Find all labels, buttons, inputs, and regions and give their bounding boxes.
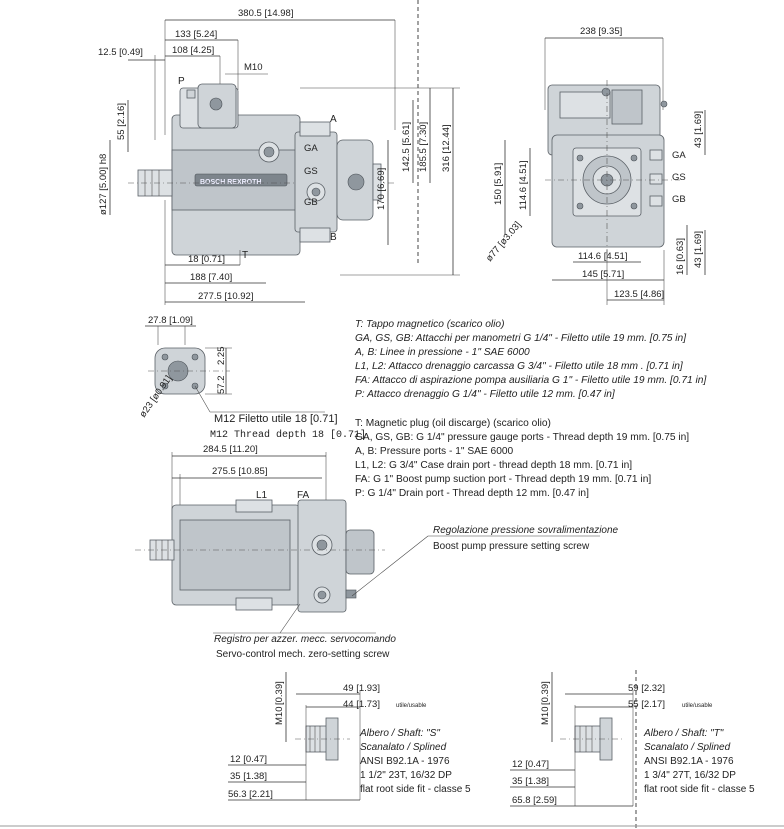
port-fa-label: FA: [297, 490, 310, 501]
shaft-s-dim-12: 12 [0.47]: [230, 754, 267, 765]
shaft-s-dim-49: 49 [1.93]: [343, 683, 380, 694]
dim-142-5: 142.5 [5.61]: [401, 122, 412, 172]
boost-label-it: Regolazione pressione sovralimentazione: [433, 525, 619, 536]
shaft-t-dim-039: [0.39]: [540, 681, 551, 705]
port-l1-label: L1: [256, 490, 268, 501]
dim-108: 108 [4.25]: [172, 45, 214, 56]
shaft-t-dim-59: 59 [2.32]: [628, 683, 665, 694]
shaft-t-dim-65-8: 65.8 [2.59]: [512, 795, 557, 806]
dim-123-5: 123.5 [4.86]: [614, 289, 664, 300]
dim-43-top: 43 [1.69]: [693, 111, 704, 148]
dim-188: 188 [7.40]: [190, 272, 232, 283]
shaft-t-line-3: ANSI B92.1A - 1976: [644, 756, 734, 767]
dim-27-8: 27.8 [1.09]: [148, 315, 193, 326]
legend-it-4: L1, L2: Attacco drenaggio carcassa G 3/4…: [355, 361, 684, 372]
dim-185-5: 185.5 [7.30]: [418, 122, 429, 172]
legend: T: Tappo magnetico (scarico olio) GA, GS…: [354, 319, 707, 499]
shaft-s-usable: utile/usable: [396, 703, 427, 709]
dim-150: 150 [5.91]: [493, 163, 504, 205]
dim-277-5: 277.5 [10.92]: [198, 291, 253, 302]
dim-114-6-h: 114.6 [4.51]: [578, 251, 627, 262]
flange-view: 27.8 [1.09] 2.25 57.2 ø23 [ø0.91] M12 Fi…: [137, 315, 366, 441]
legend-it-3: A, B: Linee in pressione - 1" SAE 6000: [354, 347, 530, 358]
legend-en-1: T: Magnetic plug (oil discarge) (scarico…: [355, 418, 551, 429]
dim-284-5: 284.5 [11.20]: [203, 444, 258, 455]
legend-en-2: GA, GS, GB: G 1/4" pressure gauge ports …: [355, 432, 689, 443]
shaft-s-dim-m10: M10: [274, 707, 285, 725]
shaft-t-dim-35: 35 [1.38]: [512, 776, 549, 787]
port-gs-label-side: GS: [672, 172, 686, 183]
port-b-label: B: [330, 232, 337, 243]
shaft-t-dim-12: 12 [0.47]: [512, 759, 549, 770]
shaft-s-line-1: Albero / Shaft: "S": [359, 728, 440, 739]
port-gs-label-top: GS: [304, 166, 318, 177]
servo-label-it: Registro per azzer. mecc. servocomando: [214, 634, 396, 645]
dim-55: 55 [2.16]: [116, 103, 127, 140]
shaft-t-line-5: flat root side fit - classe 5: [644, 784, 755, 795]
shaft-s-line-2: Scanalato / Splined: [360, 742, 447, 753]
port-gb-label-side: GB: [672, 194, 686, 205]
dim-12-5: 12.5 [0.49]: [98, 47, 143, 58]
dim-22-5: 2.25: [216, 347, 227, 366]
legend-en-5: FA: G 1" Boost pump suction port - Threa…: [355, 474, 651, 485]
legend-it-1: T: Tappo magnetico (scarico olio): [355, 319, 504, 330]
shaft-t-dim-m10: M10: [540, 707, 551, 725]
shaft-t-view: [0.39] M10 59 [2.32] 55 [2.17] utile/usa…: [510, 672, 755, 807]
flange-note-it: M12 Filetto utile 18 [0.71]: [214, 413, 338, 425]
shaft-s-dim-039: [0.39]: [274, 681, 285, 705]
port-ga-label-top: GA: [304, 143, 318, 154]
dim-145: 145 [5.71]: [582, 269, 624, 280]
shaft-s-view: [0.39] M10 49 [1.93] 44 [1.73] utile/usa…: [228, 672, 471, 801]
dim-m10-top: M10: [244, 62, 262, 73]
legend-it-6: P: Attacco drenaggio G 1/4" - Filetto ut…: [355, 389, 616, 400]
top-view: 380.5 [14.98] 133 [5.24] 108 [4.25] 12.5…: [98, 8, 460, 305]
shaft-s-line-5: flat root side fit - classe 5: [360, 784, 471, 795]
shaft-t-line-2: Scanalato / Splined: [644, 742, 731, 753]
dim-77: ø77 [ø3.03]: [484, 220, 524, 264]
port-p-label: P: [178, 76, 185, 87]
shaft-s-line-4: 1 1/2" 23T, 16/32 DP: [360, 770, 452, 781]
dim-overall-width: 380.5 [14.98]: [238, 8, 293, 19]
dim-275-5: 275.5 [10.85]: [212, 466, 267, 477]
dim-238: 238 [9.35]: [580, 26, 622, 37]
shaft-t-line-1: Albero / Shaft: "T": [643, 728, 724, 739]
lower-view: 284.5 [11.20] 275.5 [10.85] L1 FA A L2 R…: [135, 444, 619, 660]
dim-316: 316 [12.44]: [441, 124, 452, 172]
shaft-t-line-4: 1 3/4" 27T, 16/32 DP: [644, 770, 736, 781]
port-a-label: A: [330, 114, 337, 125]
legend-en-6: P: G 1/4" Drain port - Thread depth 12 m…: [355, 488, 589, 499]
shaft-t-dim-55: 55 [2.17]: [628, 699, 665, 710]
dim-16: 16 [0.63]: [675, 238, 686, 275]
port-ga-label-side: GA: [672, 150, 686, 161]
shaft-s-dim-35: 35 [1.38]: [230, 771, 267, 782]
shaft-s-dim-56-3: 56.3 [2.21]: [228, 789, 273, 800]
legend-en-3: A, B: Pressure ports - 1" SAE 6000: [355, 446, 514, 457]
dim-57-2: 57.2: [216, 376, 227, 395]
legend-it-5: FA: Attacco di aspirazione pompa ausilia…: [355, 375, 707, 386]
shaft-s-line-3: ANSI B92.1A - 1976: [360, 756, 450, 767]
legend-it-2: GA, GS, GB: Attacchi per manometri G 1/4…: [355, 333, 687, 344]
flange-note-en: M12 Thread depth 18 [0.71]: [210, 429, 366, 441]
legend-en-4: L1, L2: G 3/4" Case drain port - thread …: [355, 460, 632, 471]
shaft-s-dim-44: 44 [1.73]: [343, 699, 380, 710]
port-gb-label-top: GB: [304, 197, 318, 208]
dim-170: 170 [6.69]: [376, 168, 387, 210]
dim-133: 133 [5.24]: [175, 29, 217, 40]
boost-label-en: Boost pump pressure setting screw: [433, 541, 590, 552]
shaft-t-usable: utile/usable: [682, 703, 713, 709]
svg-text:BOSCH REXROTH: BOSCH REXROTH: [200, 179, 261, 186]
dim-114-6-v: 114.6 [4.51]: [518, 161, 529, 210]
port-t-label: T: [242, 250, 248, 261]
servo-label-en: Servo-control mech. zero-setting screw: [216, 649, 390, 660]
dim-43-bottom: 43 [1.69]: [693, 231, 704, 268]
dim-127: ø127 [5.00] h8: [98, 154, 109, 215]
side-view: 238 [9.35] GA GS GB 43 [1.69] 43 [1.69] …: [484, 26, 706, 305]
dim-18: 18 [0.71]: [188, 254, 225, 265]
